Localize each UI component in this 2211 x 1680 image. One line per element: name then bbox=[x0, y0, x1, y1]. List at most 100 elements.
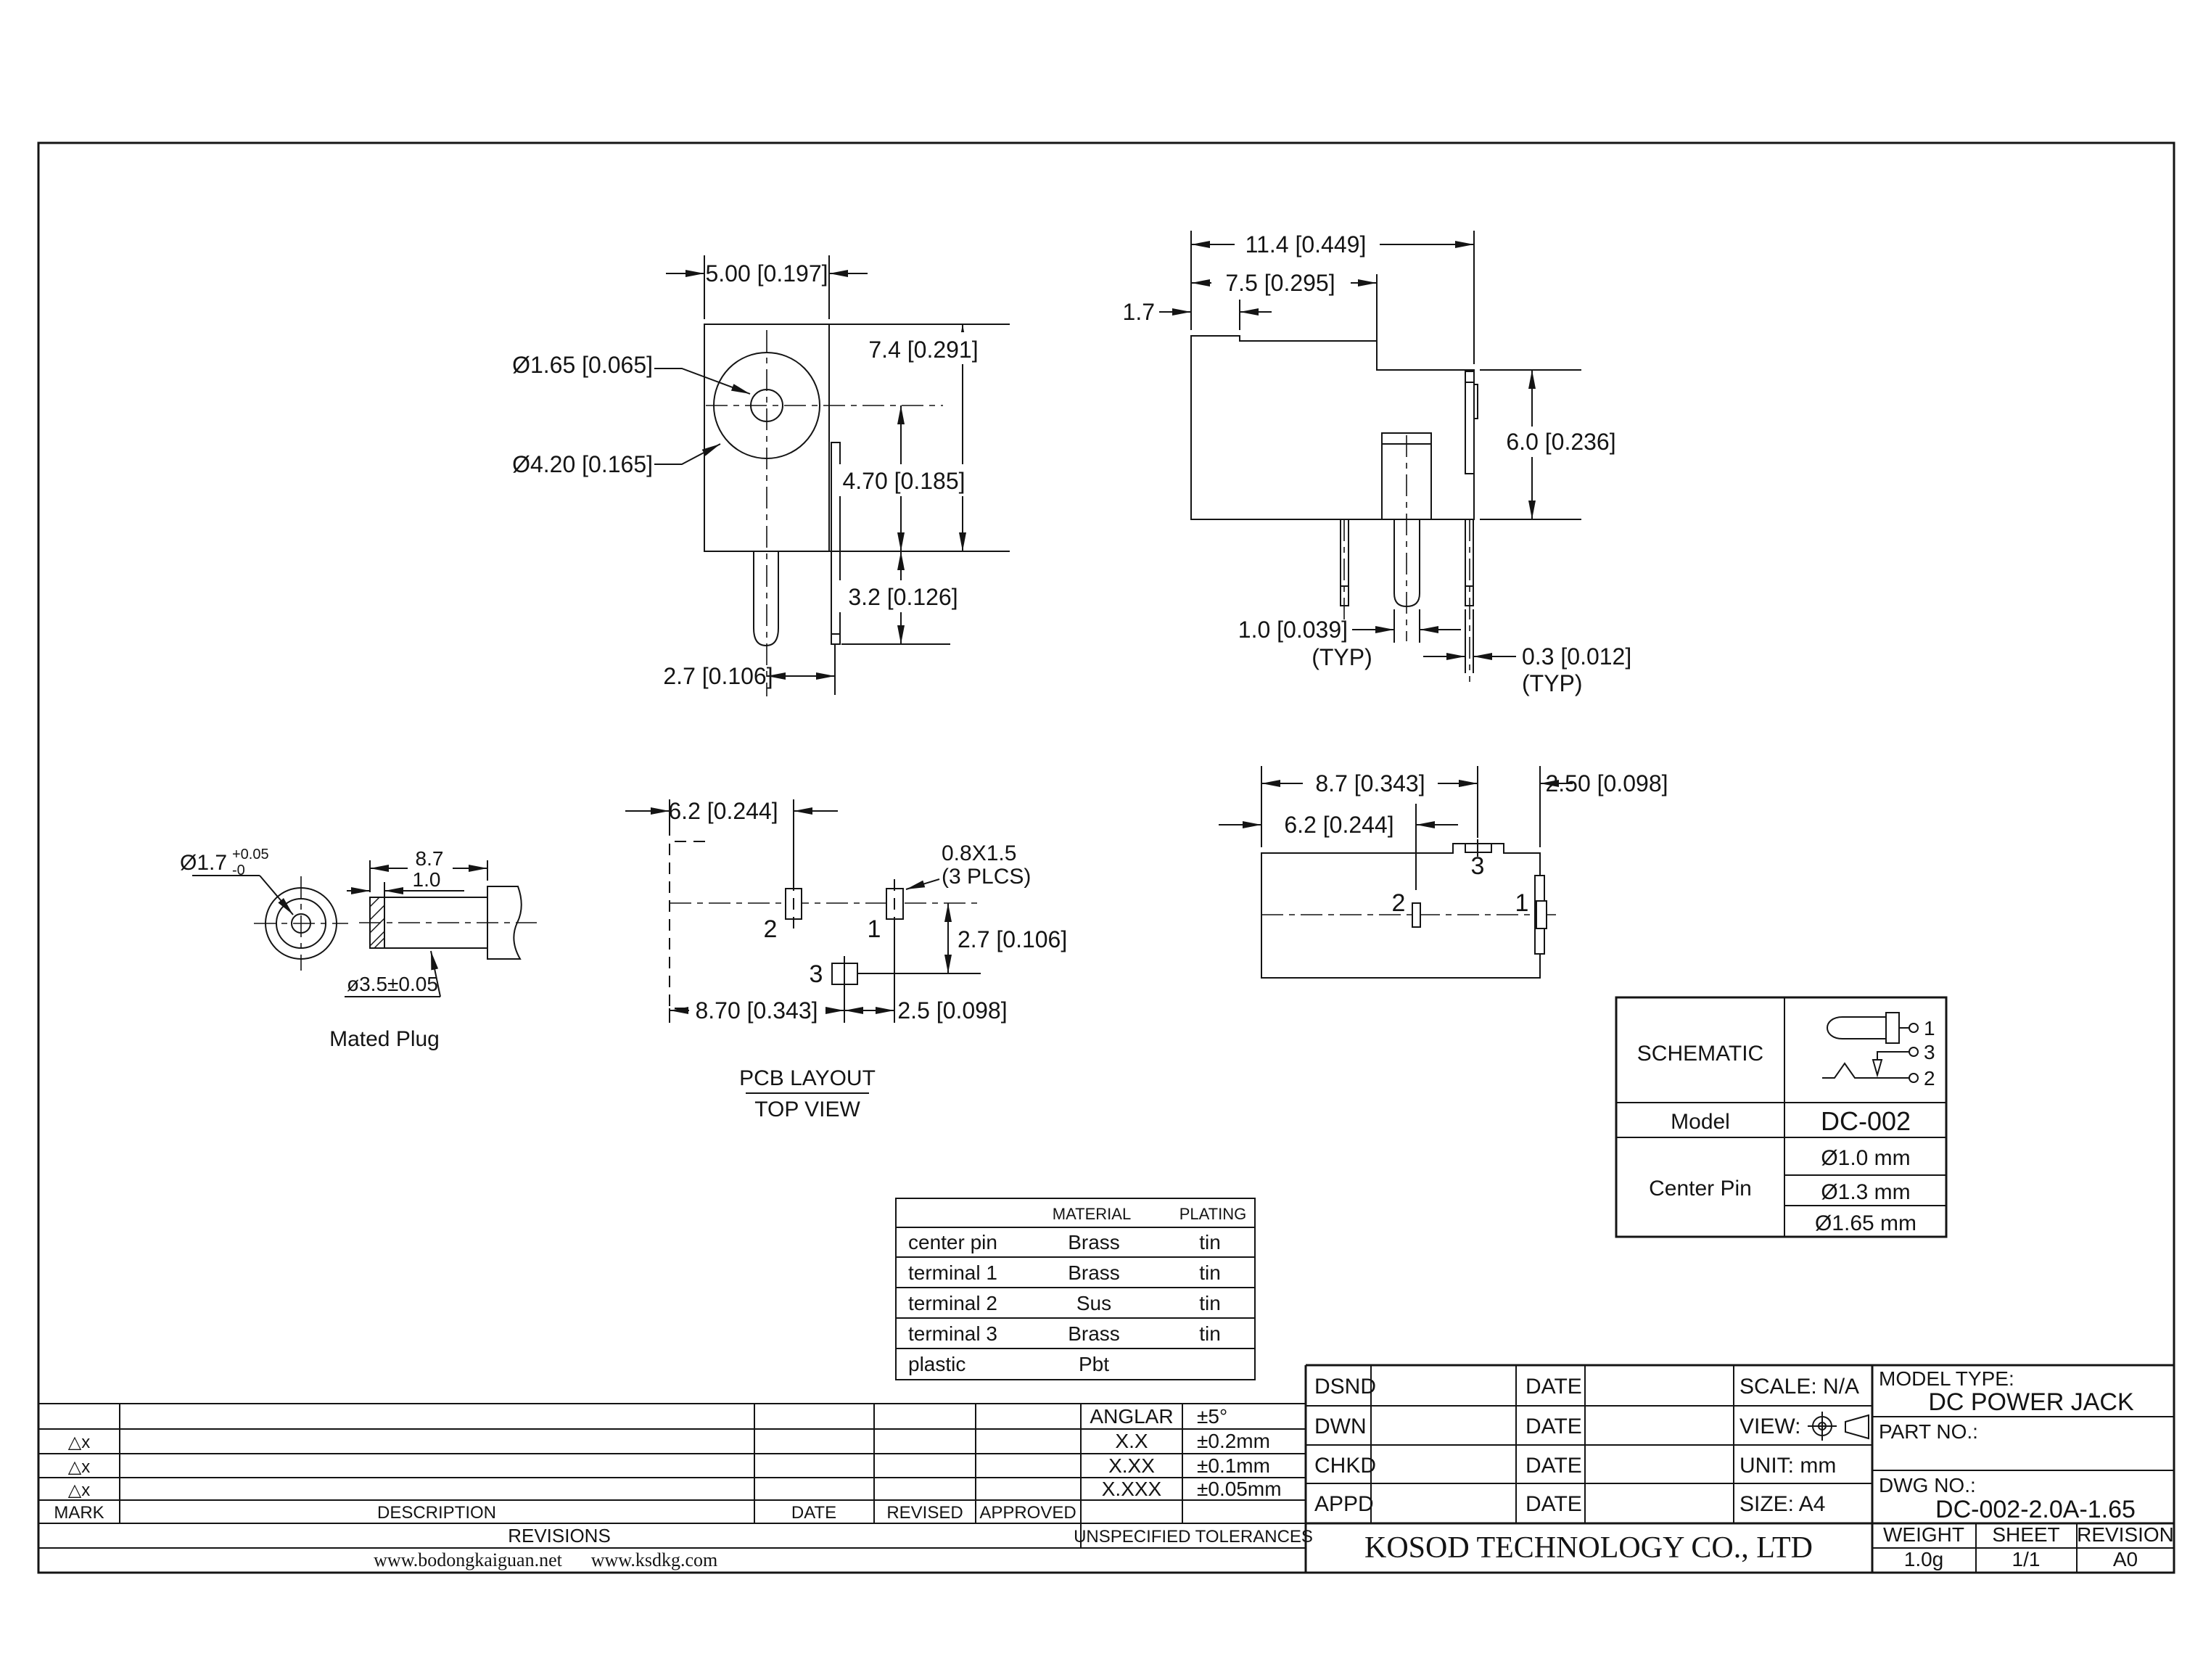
date-label-appd: DATE bbox=[1526, 1492, 1582, 1516]
tolerance-row-label: X.XXX bbox=[1102, 1478, 1162, 1500]
dim-front-height: 7.4 [0.291] bbox=[868, 337, 978, 363]
pcb-body-outline bbox=[669, 841, 705, 1009]
tolerance-row-value: ±0.05mm bbox=[1197, 1478, 1282, 1500]
label-pcb-pad3: 3 bbox=[810, 960, 823, 988]
center-pin-option-2: Ø1.3 mm bbox=[1821, 1180, 1910, 1204]
dim-front-pin-pitch: 2.7 [0.106] bbox=[663, 663, 773, 689]
center-pin-label: Center Pin bbox=[1649, 1177, 1752, 1201]
dwg-no-label: DWG NO.: bbox=[1879, 1474, 1976, 1496]
part-name: terminal 2 bbox=[908, 1292, 997, 1314]
dim-pcb-pad3-x: 8.70 [0.343] bbox=[695, 997, 818, 1024]
front-barrel-circle bbox=[713, 352, 820, 459]
center-pin-option-3: Ø1.65 mm bbox=[1815, 1211, 1916, 1235]
dim-side-step-width: 7.5 [0.295] bbox=[1225, 270, 1335, 296]
tolerance-row-label: X.XX bbox=[1108, 1454, 1155, 1477]
side-view: 11.4 [0.449] 7.5 [0.295] 1.7 6.0 [0.236]… bbox=[1123, 228, 1631, 696]
dim-end-edge-x: 2.50 [0.098] bbox=[1545, 770, 1668, 796]
dim-side-total-width: 11.4 [0.449] bbox=[1246, 231, 1367, 258]
label-front-pin-dia: Ø1.65 [0.065] bbox=[512, 352, 653, 378]
label-pcb-pad-size: 0.8X1.5 bbox=[942, 841, 1016, 865]
caption-mated-plug: Mated Plug bbox=[329, 1027, 440, 1051]
material-col-header: MATERIAL bbox=[1053, 1205, 1131, 1223]
tolerance-row-label: X.X bbox=[1115, 1430, 1148, 1452]
unit-value: UNIT: mm bbox=[1739, 1454, 1836, 1478]
label-plug-tol-plus: +0.05 bbox=[232, 847, 269, 862]
view-label: VIEW: bbox=[1739, 1415, 1800, 1438]
dim-pcb-pad3-y: 2.7 [0.106] bbox=[958, 926, 1067, 952]
label-pcb-pad2: 2 bbox=[764, 915, 778, 943]
part-name: terminal 3 bbox=[908, 1322, 997, 1345]
date-label-dwn: DATE bbox=[1526, 1415, 1582, 1438]
part-material: Sus bbox=[1076, 1292, 1111, 1314]
part-material: Brass bbox=[1068, 1231, 1120, 1253]
schematic-port-2: 2 bbox=[1924, 1067, 1935, 1090]
website-2: www.ksdkg.com bbox=[591, 1549, 718, 1570]
projection-symbol-icon bbox=[1808, 1412, 1869, 1441]
material-row-3: terminal 2 Sus tin bbox=[908, 1292, 1221, 1314]
approved-col-header: APPROVED bbox=[979, 1503, 1076, 1523]
revision-value: A0 bbox=[2113, 1548, 2138, 1570]
weight-value: 1.0g bbox=[1904, 1548, 1944, 1570]
dim-side-pin-width-typ: (TYP) bbox=[1312, 644, 1372, 670]
front-pin-circle bbox=[750, 389, 783, 422]
material-row-2: terminal 1 Brass tin bbox=[908, 1261, 1221, 1284]
side-body bbox=[1190, 335, 1475, 520]
part-name: terminal 1 bbox=[908, 1261, 997, 1284]
model-value: DC-002 bbox=[1821, 1106, 1911, 1136]
part-name: plastic bbox=[908, 1353, 965, 1375]
caption-top-view: TOP VIEW bbox=[754, 1098, 860, 1121]
label-pcb-pad1: 1 bbox=[868, 915, 881, 943]
appd-label: APPD bbox=[1314, 1492, 1374, 1516]
tolerance-row-label: ANGLAR bbox=[1090, 1405, 1173, 1428]
dim-end-t3-x: 8.7 [0.343] bbox=[1315, 770, 1425, 796]
pcb-layout-view: 6.2 [0.244] 0.8X1.5 (3 PLCS) 2.7 [0.106]… bbox=[625, 798, 1067, 1121]
dim-front-pin-length: 3.2 [0.126] bbox=[848, 584, 958, 610]
part-material: Brass bbox=[1068, 1261, 1120, 1284]
dim-side-tab-thickness: 0.3 [0.012] bbox=[1522, 643, 1631, 670]
end-body bbox=[1261, 843, 1541, 979]
weight-label: WEIGHT bbox=[1883, 1523, 1964, 1546]
label-plug-tip-dia: Ø1.7 bbox=[180, 851, 227, 875]
description-col-header: DESCRIPTION bbox=[377, 1503, 496, 1523]
label-plug-barrel-dia: ø3.5±0.05 bbox=[347, 973, 438, 995]
tolerance-row-value: ±5° bbox=[1197, 1405, 1227, 1428]
dim-end-t2-x: 6.2 [0.244] bbox=[1284, 812, 1393, 838]
end-view: 8.7 [0.343] 2.50 [0.098] 6.2 [0.244] 3 2… bbox=[1219, 766, 1668, 979]
front-view: 5.00 [0.197] 7.4 [0.291] 4.70 [0.185] 3.… bbox=[512, 255, 1010, 696]
chkd-label: CHKD bbox=[1314, 1454, 1376, 1478]
label-pcb-pad-size-note: (3 PLCS) bbox=[942, 865, 1031, 889]
revised-col-header: REVISED bbox=[886, 1503, 963, 1523]
material-row-5: plastic Pbt bbox=[908, 1353, 1109, 1375]
website-1: www.bodongkaiguan.net bbox=[374, 1549, 562, 1570]
date-label-dsnd: DATE bbox=[1526, 1375, 1582, 1399]
dim-plug-tip-length: 1.0 bbox=[413, 868, 441, 891]
company-name: KOSOD TECHNOLOGY CO., LTD bbox=[1364, 1531, 1813, 1565]
part-plating: tin bbox=[1199, 1292, 1221, 1314]
material-row-1: center pin Brass tin bbox=[908, 1231, 1221, 1253]
revision-mark-symbol: △x bbox=[68, 1481, 90, 1500]
plating-col-header: PLATING bbox=[1179, 1205, 1247, 1223]
sheet-border bbox=[37, 141, 2175, 1574]
label-end-terminal3: 3 bbox=[1471, 852, 1485, 880]
material-row-4: terminal 3 Brass tin bbox=[908, 1322, 1221, 1345]
size-value: SIZE: A4 bbox=[1739, 1492, 1825, 1516]
front-center-pin bbox=[753, 551, 779, 647]
dsnd-label: DSND bbox=[1314, 1375, 1376, 1399]
schematic-port-1: 1 bbox=[1924, 1017, 1935, 1039]
dim-front-body-height: 4.70 [0.185] bbox=[842, 468, 965, 494]
scale-value: SCALE: N/A bbox=[1739, 1375, 1859, 1399]
model-type-value: DC POWER JACK bbox=[1928, 1388, 2134, 1416]
mark-col-header: MARK bbox=[54, 1503, 104, 1523]
dim-pcb-pad1-x: 2.5 [0.098] bbox=[897, 997, 1007, 1024]
model-label: Model bbox=[1671, 1110, 1730, 1134]
dim-side-tab-typ: (TYP) bbox=[1522, 670, 1583, 696]
part-material: Brass bbox=[1068, 1322, 1120, 1345]
tolerance-row-value: ±0.1mm bbox=[1197, 1454, 1270, 1477]
side-terminal-tab bbox=[1465, 371, 1475, 474]
end-terminal-2 bbox=[1412, 902, 1421, 928]
dwg-no-value: DC-002-2.0A-1.65 bbox=[1935, 1496, 2136, 1523]
dwn-label: DWN bbox=[1314, 1415, 1367, 1438]
revision-mark-symbol: △x bbox=[68, 1457, 90, 1477]
